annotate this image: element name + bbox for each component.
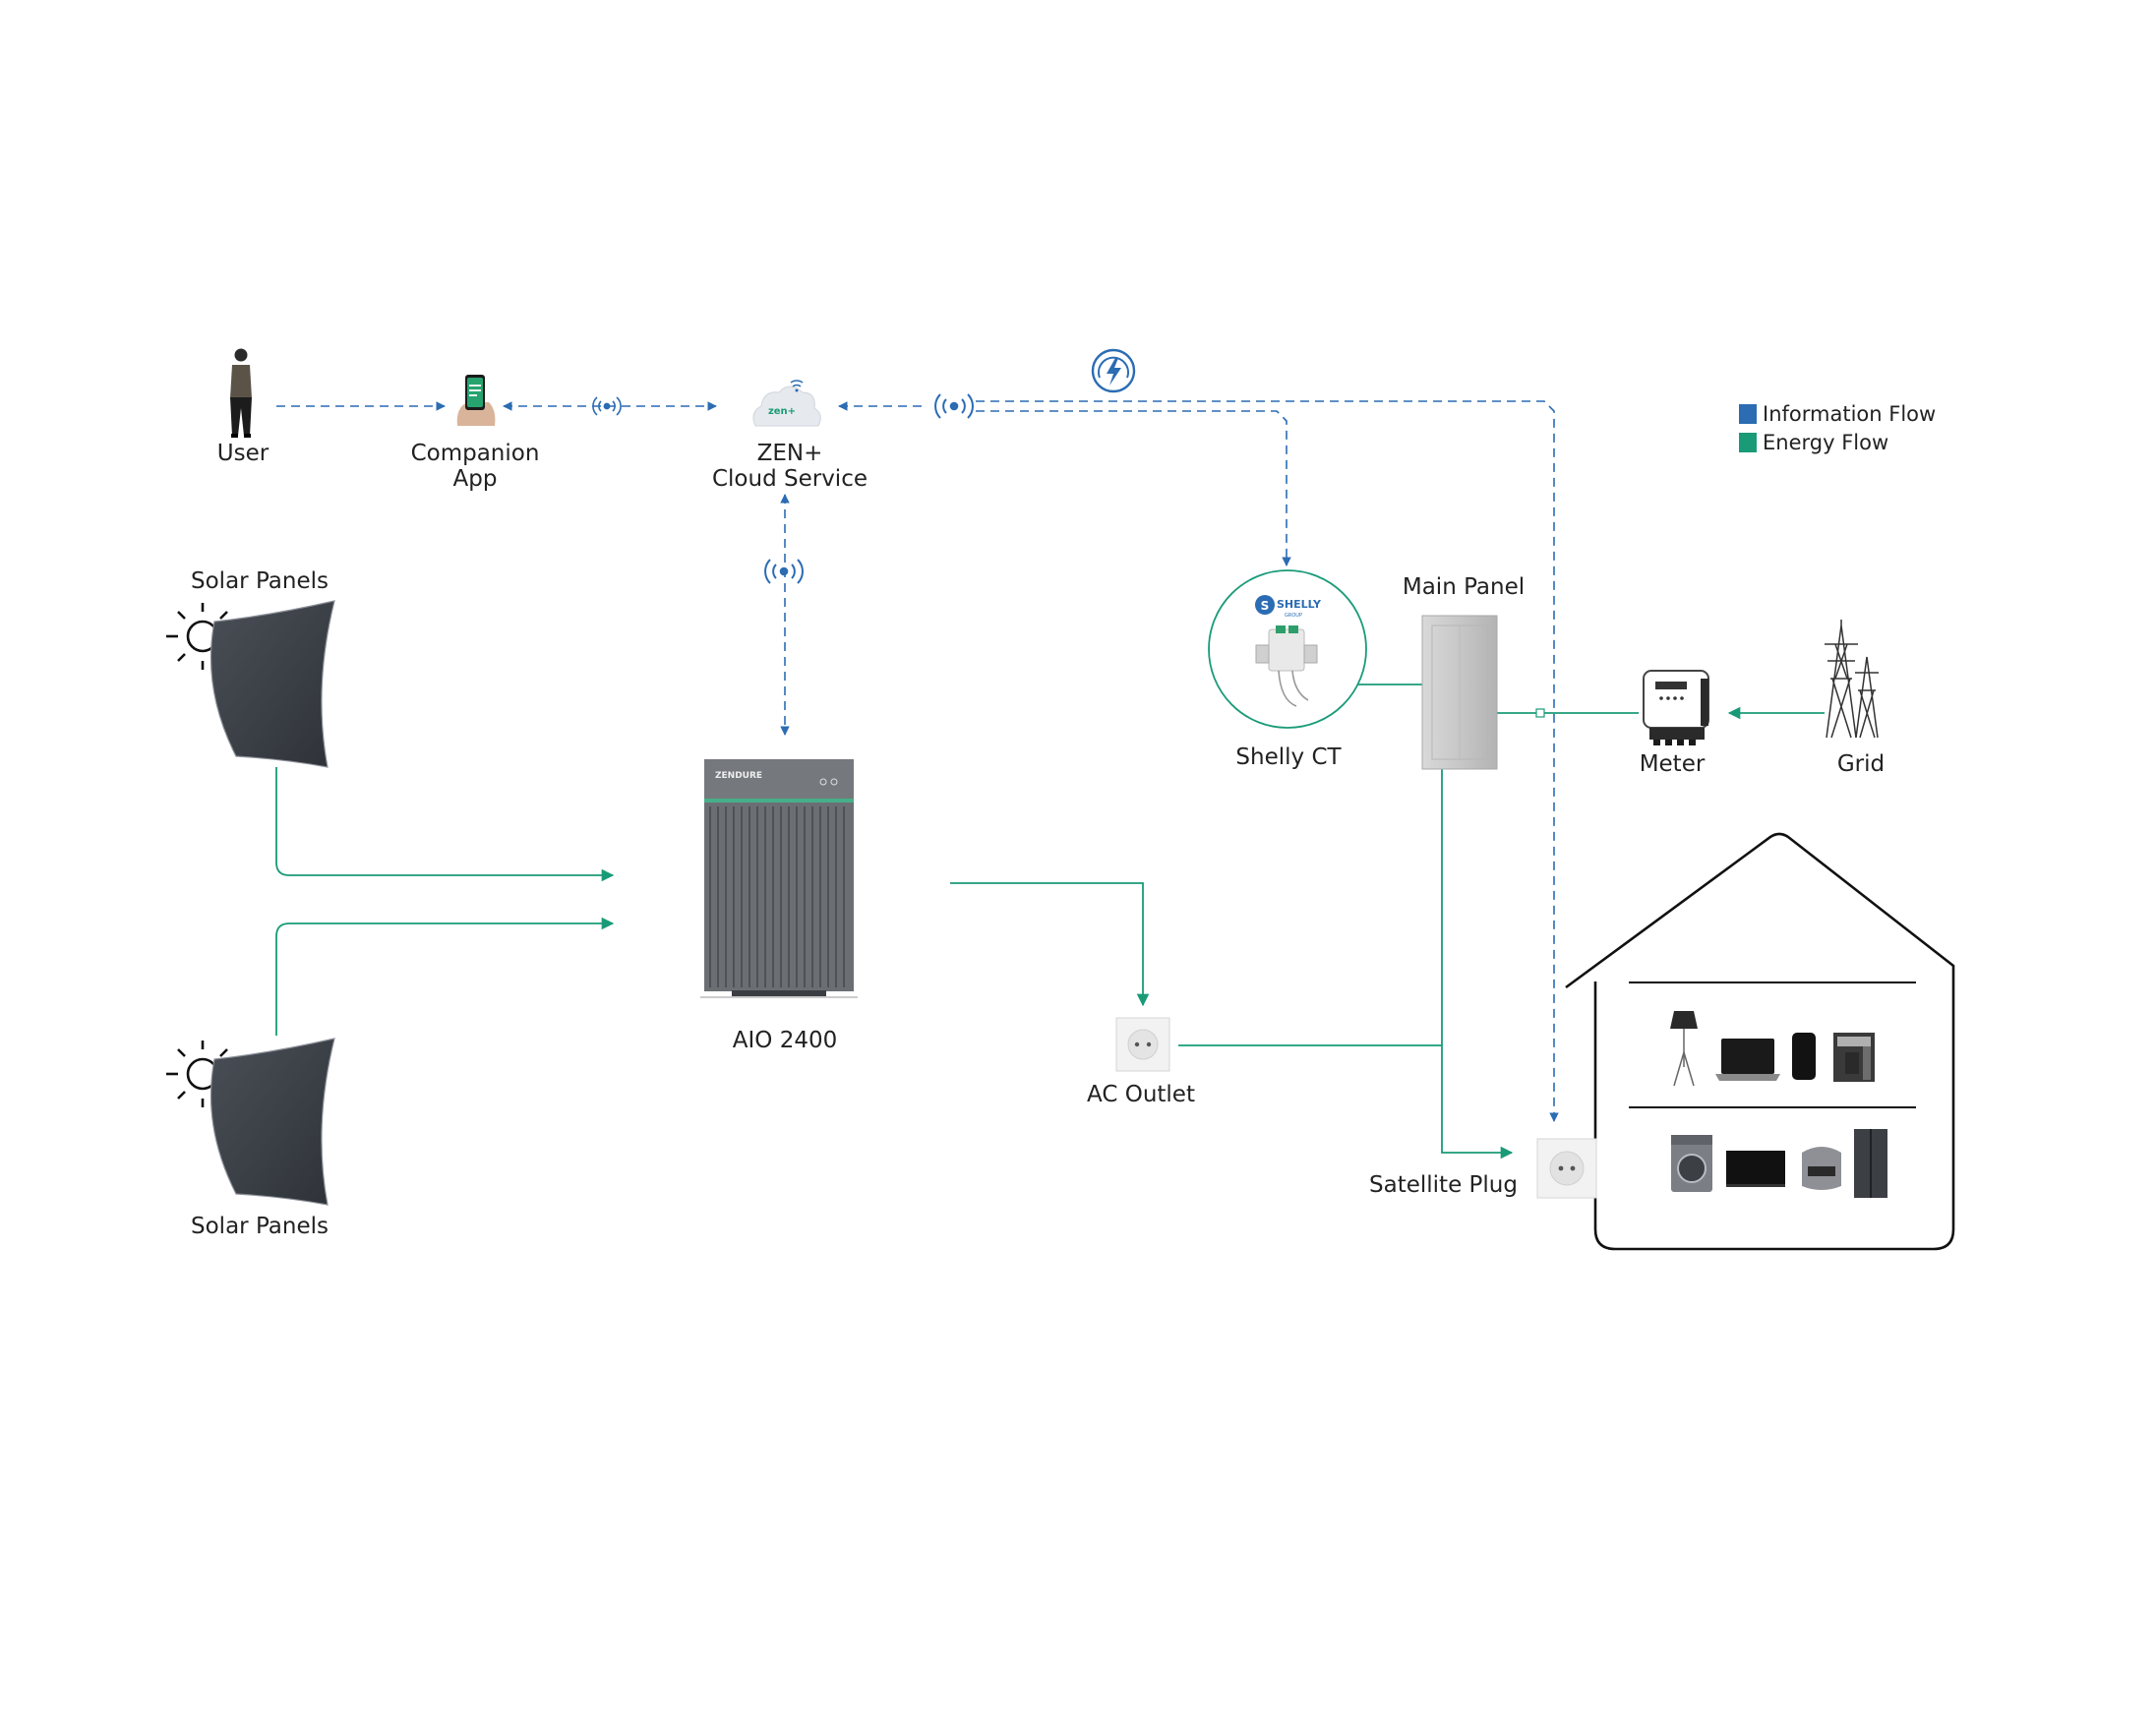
label-companion-app-line2: App [452,466,498,492]
laptop-icon [1715,1039,1780,1081]
information-flow-lines [276,400,1559,1122]
aio-brand: ZENDURE [715,771,762,781]
energy-flow-lines [275,684,1825,1160]
legend-item-energy-flow: Energy Flow [1739,428,1936,456]
smartphone-icon [456,375,496,426]
label-satellite-plug: Satellite Plug [1369,1172,1518,1198]
shelly-group: GROUP [1285,613,1302,619]
coffee-machine-icon [1833,1033,1875,1082]
legend-item-information-flow: Information Flow [1739,399,1936,428]
svg-text:S: S [1261,599,1270,613]
rice-cooker-icon [1802,1147,1841,1190]
cloud-icon: zen+ [752,380,821,427]
flow-to-shelly [976,410,1291,566]
aio-ribs [709,806,845,987]
label-user: User [216,441,270,466]
label-shelly-ct: Shelly CT [1235,744,1342,770]
label-aio-2400: AIO 2400 [732,1028,838,1053]
flow-aio-to-ac-outlet [950,882,1150,1007]
legend-swatch-energy [1739,432,1757,452]
shelly-ct-device: S SHELLY GROUP [1208,569,1367,729]
flow-solar-bottom-to-aio [275,917,615,1036]
smartphone-icon [1792,1033,1816,1080]
label-companion-app-line1: Companion [410,441,540,466]
label-solar-panels-top: Solar Panels [191,568,329,594]
meter-junction [1535,708,1545,718]
label-cloud-line1: ZEN+ [756,441,823,466]
floor-lamp-icon [1670,1011,1698,1087]
cloud-badge: zen+ [768,406,796,417]
label-main-panel: Main Panel [1402,574,1526,600]
label-ac-outlet: AC Outlet [1087,1082,1195,1107]
solar-panel-top [166,600,335,768]
person-icon [230,348,252,438]
power-pylon-icon [1825,620,1879,739]
main-panel-box [1421,615,1498,770]
house-icon [1565,832,1955,1251]
label-cloud-line2: Cloud Service [711,466,868,492]
solar-panel-bottom [166,1038,335,1206]
refrigerator-icon [1854,1129,1887,1198]
speedometer-bolt-icon [1091,348,1136,393]
shelly-logo: S SHELLY GROUP [1255,595,1322,619]
wireless-signal-icon [764,559,804,584]
washing-machine-icon [1671,1135,1712,1192]
legend: Information Flow Energy Flow [1739,399,1936,456]
aio-2400-unit: ZENDURE [700,759,858,998]
legend-swatch-information [1739,403,1757,424]
flow-panel-to-satellite-plug [1441,712,1514,1160]
wireless-signal-icon [592,396,622,416]
legend-label-information-flow: Information Flow [1763,401,1937,426]
label-grid: Grid [1836,751,1886,777]
ac-outlet-icon [1115,1017,1170,1072]
flow-to-satellite-plug [976,400,1559,1122]
label-meter: Meter [1639,751,1706,777]
television-icon [1726,1151,1785,1187]
satellite-plug-icon [1536,1138,1597,1199]
legend-label-energy-flow: Energy Flow [1763,430,1889,454]
label-solar-panels-bottom: Solar Panels [191,1214,329,1239]
shelly-brand: SHELLY [1277,598,1322,611]
wireless-signal-icon [934,393,974,419]
electric-meter-icon [1643,670,1709,745]
flow-solar-top-to-aio [275,767,615,882]
